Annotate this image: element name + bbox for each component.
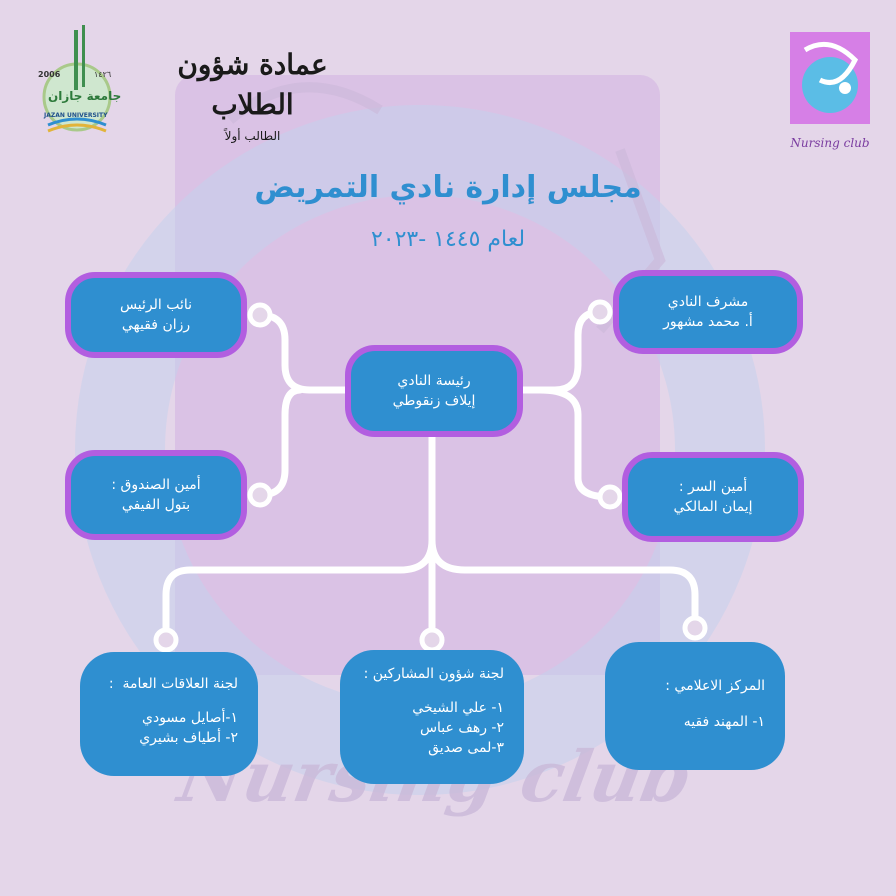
media-center-node: المركز الاعلامي : ١- المهند فقيه	[605, 642, 785, 770]
connector-lines	[162, 308, 699, 644]
vice-president-name: رزان فقيهي	[121, 317, 191, 333]
deanship-name: عمادة شؤون الطلاب	[177, 48, 328, 121]
participants-committee-node: لجنة شؤون المشاركين : ١- علي الشيخي ٢- ر…	[340, 650, 524, 784]
deanship-slogan: الطالب أولاً	[224, 129, 281, 143]
public-relations-member: ٢- أطياف بشيري	[139, 730, 238, 746]
participants-member: ٢- رهف عباس	[419, 720, 504, 736]
secretary-role: أمين السر :	[678, 479, 748, 495]
secretary-name: إيمان المالكي	[673, 499, 753, 515]
club-logo-caption: Nursing club	[790, 136, 870, 150]
secretary-node: أمين السر : إيمان المالكي	[622, 452, 804, 542]
supervisor-name: أ. محمد مشهور	[663, 314, 753, 330]
university-arabic-name: جامعة جازان	[48, 89, 122, 103]
vice-president-role: نائب الرئيس	[119, 297, 193, 313]
public-relations-committee-node: لجنة العلاقات العامة : ١-أصايل مسودي ٢- …	[80, 652, 258, 776]
vice-president-node: نائب الرئيس رزان فقيهي	[65, 272, 247, 358]
page-title: مجلس إدارة نادي التمريض	[254, 170, 642, 205]
public-relations-member: ١-أصايل مسودي	[142, 710, 238, 726]
participants-member: ١- علي الشيخي	[412, 700, 504, 716]
university-english-name: JAZAN UNIVERSITY	[44, 112, 108, 119]
participants-member: ٣-لمى صديق	[428, 740, 504, 756]
treasurer-role: أمين الصندوق :	[111, 477, 201, 493]
nursing-club-logo: Nursing club	[785, 30, 875, 150]
university-year-left: 2006	[38, 70, 61, 79]
participants-title: لجنة شؤون المشاركين :	[363, 666, 504, 682]
page-subtitle: لعام ١٤٤٥ -٢٠٢٣	[370, 227, 526, 252]
jazan-university-logo: 2006 ١٤٢٦ جامعة جازان JAZAN UNIVERSITY	[30, 25, 125, 135]
connector-end-circles	[153, 299, 708, 653]
president-node: رئيسة النادي إيلاف زنقوطي	[345, 345, 523, 437]
president-role: رئيسة النادي	[397, 373, 471, 389]
media-title: المركز الاعلامي :	[665, 678, 765, 694]
treasurer-node: أمين الصندوق : بتول الفيفي	[65, 450, 247, 540]
supervisor-role: مشرف النادي	[667, 294, 749, 310]
supervisor-node: مشرف النادي أ. محمد مشهور	[613, 270, 803, 354]
media-member: ١- المهند فقيه	[683, 714, 765, 730]
public-relations-title: لجنة العلاقات العامة :	[108, 676, 238, 692]
deanship-logo: عمادة شؤون الطلاب الطالب أولاً	[160, 45, 345, 143]
president-name: إيلاف زنقوطي	[392, 393, 476, 409]
university-year-right: ١٤٢٦	[94, 70, 112, 79]
treasurer-name: بتول الفيفي	[121, 497, 191, 513]
